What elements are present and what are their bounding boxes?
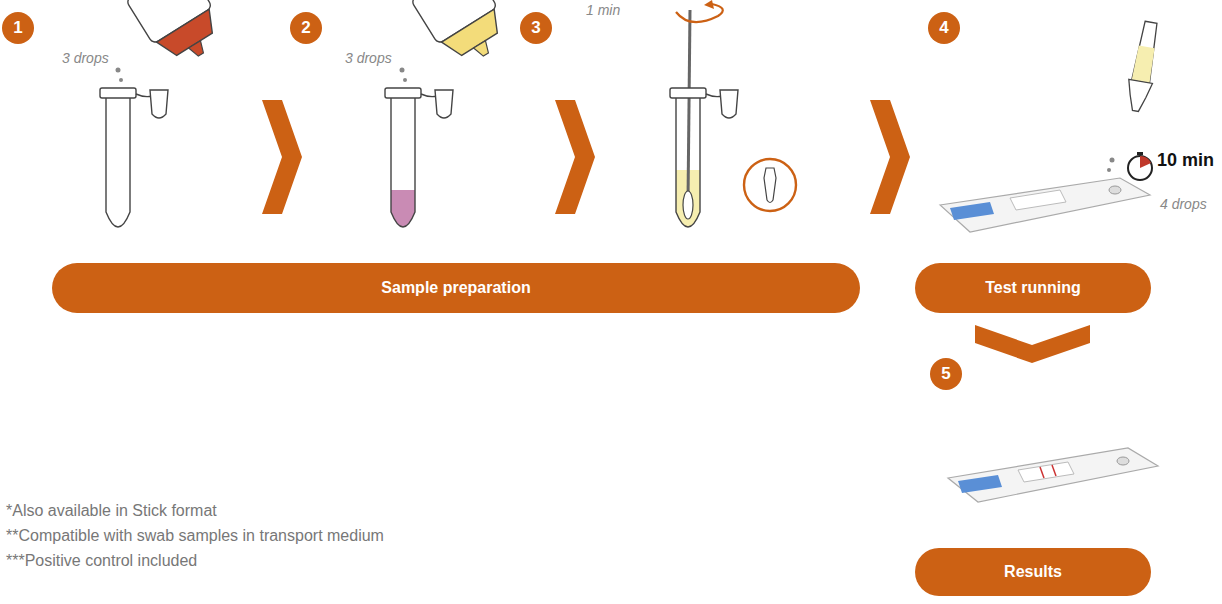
swab-tube — [670, 0, 738, 227]
callout-number: 3 — [531, 18, 540, 38]
test-cassette-result — [948, 448, 1158, 502]
chevron-down — [975, 325, 1090, 363]
timer-label: 10 min — [1157, 150, 1214, 171]
duration: 1 min — [586, 2, 620, 18]
step-band: Sample preparation — [52, 263, 860, 313]
chevron — [555, 100, 595, 214]
footnote: ***Positive control included — [6, 552, 197, 570]
callout-number: 1 — [13, 18, 22, 38]
step-number: 4 — [928, 12, 960, 44]
drop-count: 4 drops — [1160, 196, 1207, 212]
dropper — [1124, 20, 1163, 113]
step-band: Test running — [915, 263, 1151, 313]
step-band: Results — [915, 548, 1151, 596]
timer-icon — [1128, 152, 1152, 180]
callout-number: 4 — [939, 18, 948, 38]
test-tube — [100, 88, 168, 227]
footnote: *Also available in Stick format — [6, 502, 217, 520]
chevron — [870, 100, 910, 214]
step-number: 3 — [520, 12, 552, 44]
footnote: **Compatible with swab samples in transp… — [6, 527, 384, 545]
callout-number: 5 — [941, 364, 950, 384]
drop-count: 3 drops — [345, 50, 392, 66]
test-tube — [385, 88, 453, 227]
drop-count: 3 drops — [62, 50, 109, 66]
step-number: 2 — [290, 12, 322, 44]
band-label: Sample preparation — [381, 279, 530, 297]
chevron — [262, 100, 302, 214]
callout-number: 2 — [301, 18, 310, 38]
step-number: 1 — [2, 12, 34, 44]
step-number: 5 — [930, 358, 962, 390]
dropper-cap-icon — [744, 159, 796, 211]
yellow-bottle — [411, 0, 516, 73]
band-label: Test running — [985, 279, 1081, 297]
test-cassette — [940, 178, 1150, 232]
red-bottle — [126, 0, 231, 73]
band-label: Results — [1004, 563, 1062, 581]
